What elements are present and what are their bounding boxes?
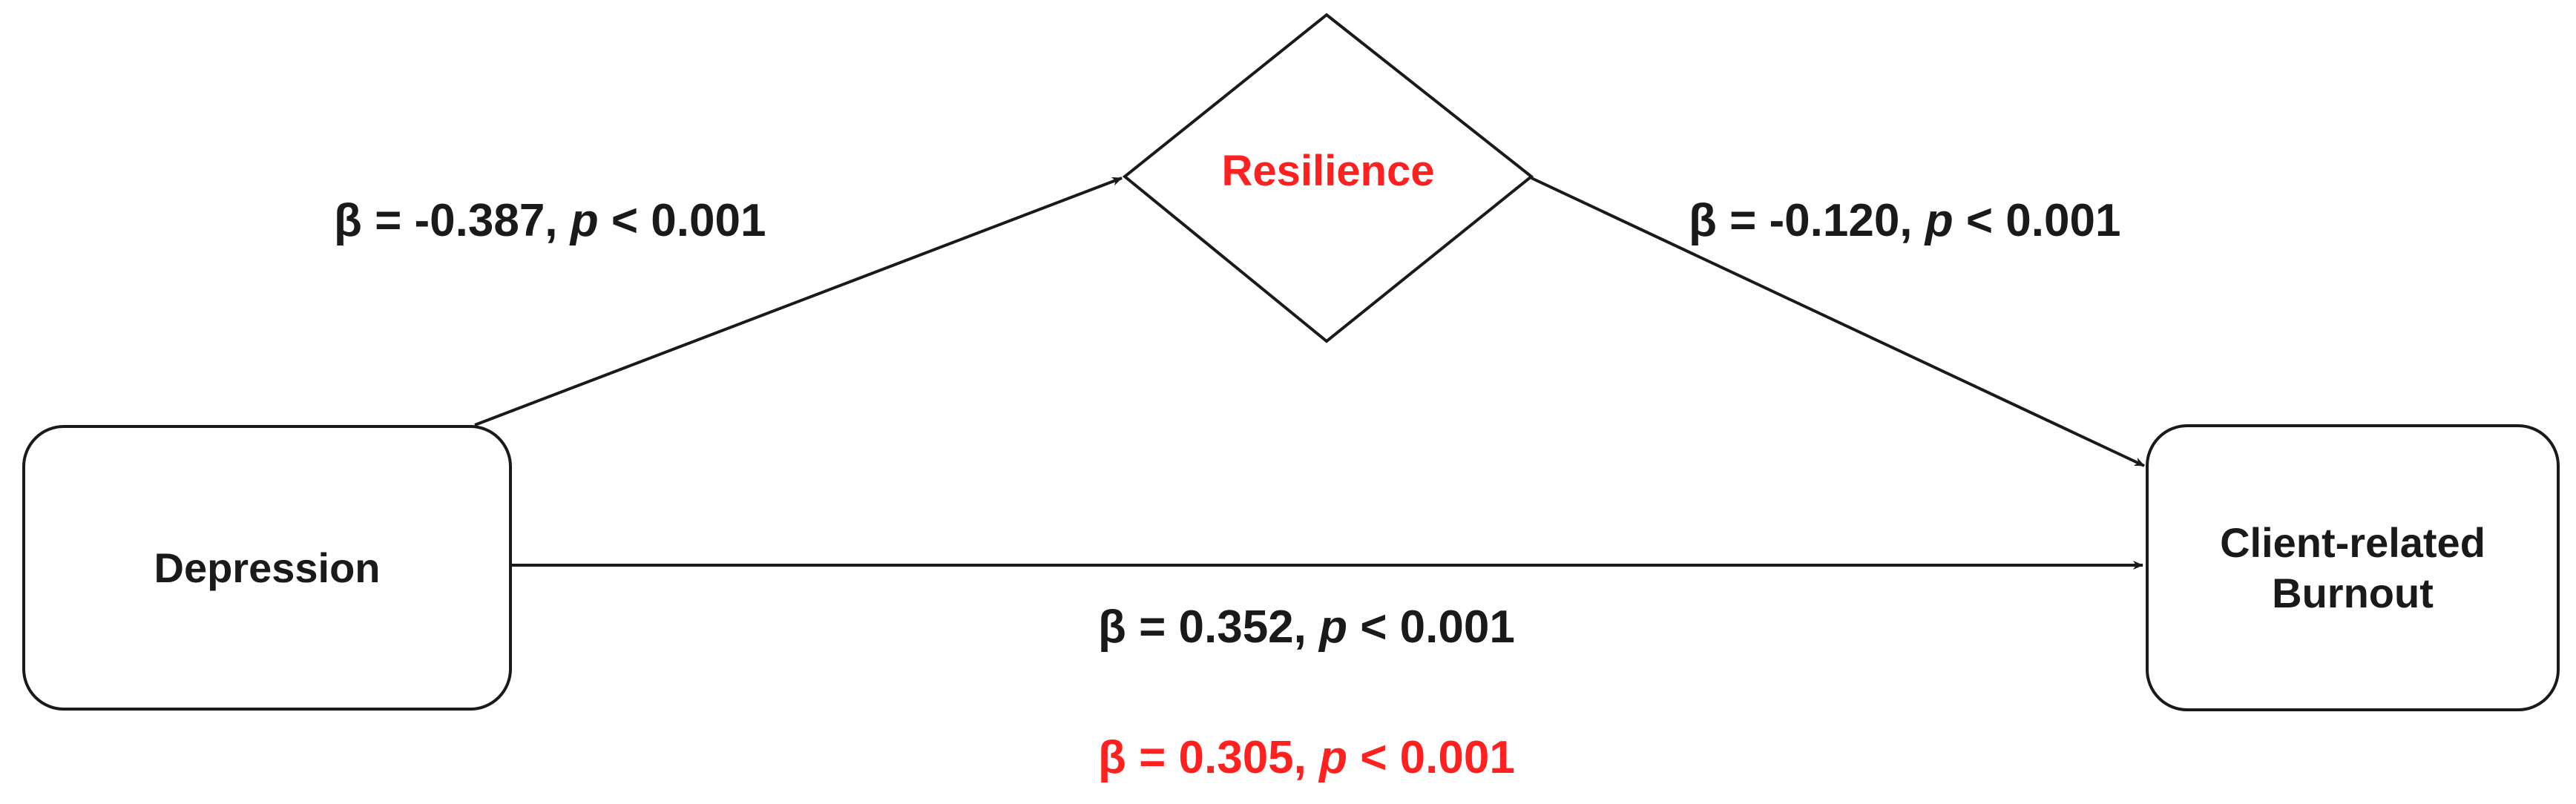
path-b-p-value: < 0.001 <box>1953 195 2121 246</box>
burnout-label-line2: Burnout <box>2272 569 2434 616</box>
arrow-depression-to-resilience <box>474 177 1123 426</box>
path-b-p-symbol: p <box>1925 195 1954 246</box>
path-c-total-coefficient: β = 0.352, p < 0.001 <box>1098 601 1515 653</box>
path-c-p-value: < 0.001 <box>1347 602 1515 653</box>
path-c-prime-p-value: < 0.001 <box>1347 732 1515 783</box>
path-c-p-symbol: p <box>1319 602 1347 653</box>
path-b-coefficient: β = -0.120, p < 0.001 <box>1689 194 2120 247</box>
client-related-burnout-node: Client-related Burnout <box>2146 424 2560 711</box>
path-a-beta: β = -0.387, <box>334 195 571 246</box>
path-c-prime-p-symbol: p <box>1319 732 1347 783</box>
resilience-diamond <box>1122 13 1534 343</box>
burnout-label-line1: Client-related <box>2220 519 2485 567</box>
path-c-prime-beta: β = 0.305, <box>1098 732 1320 783</box>
path-a-p-symbol: p <box>570 195 599 246</box>
resilience-label: Resilience <box>1221 146 1435 195</box>
path-c-prime-direct-coefficient: β = 0.305, p < 0.001 <box>1098 731 1515 784</box>
arrow-resilience-to-burnout <box>1531 177 2145 467</box>
depression-node: Depression <box>22 425 512 711</box>
path-c-beta: β = 0.352, <box>1098 602 1320 653</box>
path-b-beta: β = -0.120, <box>1689 195 1925 246</box>
path-a-coefficient: β = -0.387, p < 0.001 <box>334 194 766 247</box>
path-a-p-value: < 0.001 <box>598 195 766 246</box>
depression-label: Depression <box>154 544 381 591</box>
